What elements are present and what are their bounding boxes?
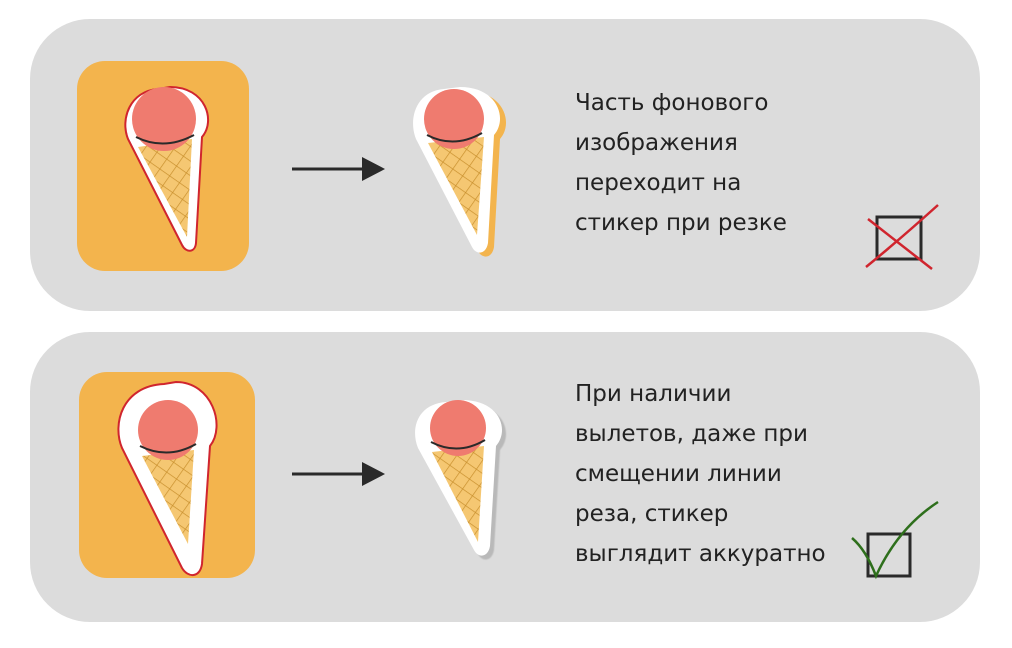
resulting-sticker-good [415,400,507,560]
red-cross-checkbox-icon [865,204,939,270]
caption-line: При наличии [575,381,732,407]
caption-without-bleed: Часть фонового изображения переходит на … [575,83,787,243]
ice-cream-scoop [138,400,198,460]
caption-with-bleed: При наличии вылетов, даже при смещении л… [575,374,826,574]
panel-without-bleed: Часть фонового изображения переходит на … [30,19,980,311]
caption-line: переходит на [575,170,742,196]
ice-cream-scoop [132,87,196,151]
panel-with-bleed: При наличии вылетов, даже при смещении л… [30,332,980,622]
caption-line: вылетов, даже при [575,421,808,447]
panel-illustration [77,61,939,271]
caption-line: стикер при резке [575,210,787,236]
waffle-cone [142,450,194,544]
caption-line: выглядит аккуратно [575,541,826,567]
panel-illustration [79,372,939,580]
resulting-sticker-bad [413,87,507,257]
caption-line: Часть фонового [575,90,769,116]
caption-line: изображения [575,130,738,156]
caption-line: смещении линии [575,461,782,487]
caption-line: реза, стикер [575,501,729,527]
green-check-checkbox-icon [851,500,939,580]
waffle-cone [138,139,192,237]
